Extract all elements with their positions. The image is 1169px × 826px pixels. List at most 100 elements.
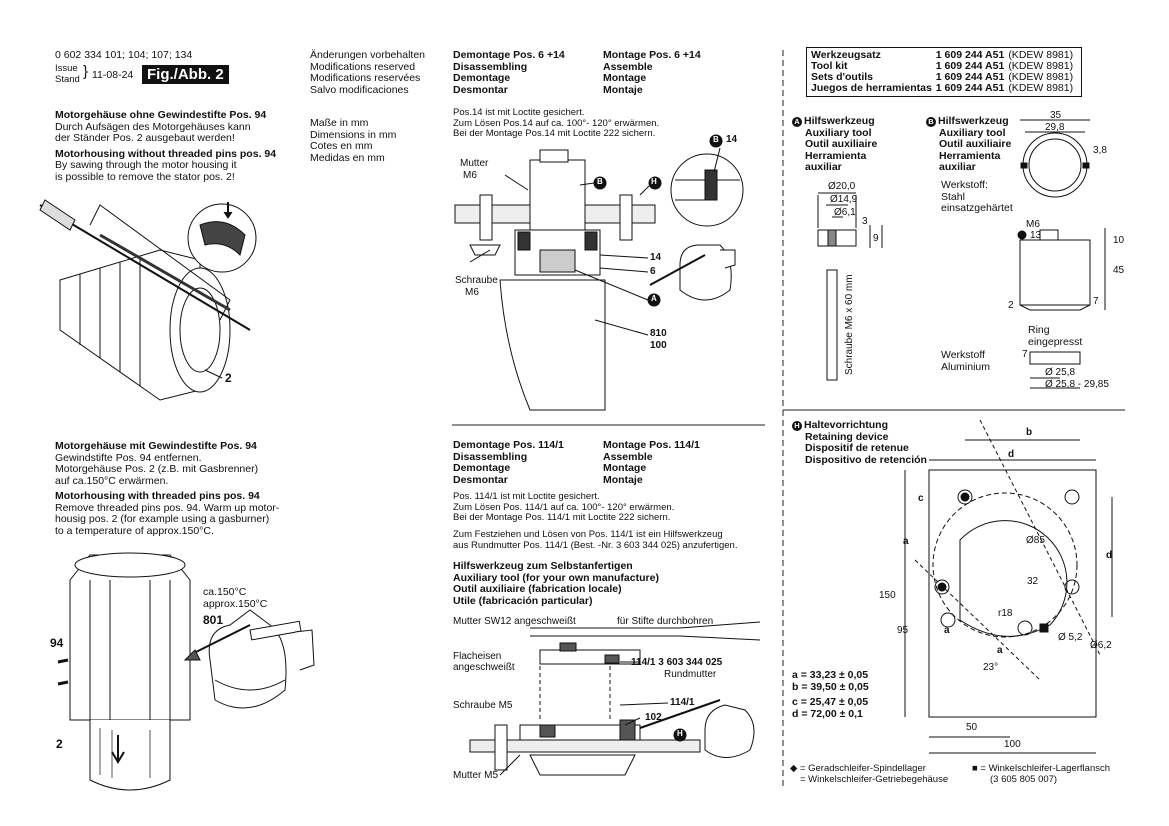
label-mutter: Mutter [460, 158, 489, 169]
dim-d25-8: Ø 25,8 [1045, 367, 1076, 378]
label-14: 14 [650, 252, 662, 263]
badge-h-icon: H [792, 421, 802, 431]
label-801: 801 [203, 613, 224, 627]
auxiliary-tool-drawing [469, 621, 761, 776]
dim-d25-8-29-85: Ø 25,8 - 29,85 [1045, 379, 1109, 390]
issue-label: Issue [55, 63, 78, 74]
dim-a-left: a [903, 536, 909, 547]
dim-150: 150 [879, 590, 896, 601]
label-pos-2b: 2 [56, 737, 63, 751]
dim-50: 50 [966, 722, 978, 733]
dim-c: c [918, 493, 924, 504]
legend-diamond: ◆ = Geradschleifer-Spindellager = Winkel… [790, 763, 949, 785]
badge-b: B [597, 177, 603, 186]
tool-b-drawing [1017, 119, 1106, 389]
badge-a: A [651, 294, 657, 303]
brace: } [83, 63, 89, 80]
dim-2: 2 [1008, 300, 1014, 311]
dimension-values: a = 33,23 ± 0,05 b = 39,50 ± 0,05 c = 25… [792, 669, 869, 720]
dim-d6-2: Ø6,2 [1090, 640, 1112, 651]
dim-d85: Ø85 [1026, 535, 1045, 546]
label-mutter-m5: Mutter M5 [453, 770, 499, 781]
badge-b-icon: B [926, 117, 936, 127]
section-without-pins: Motorgehäuse ohne Gewindestifte Pos. 94 … [55, 109, 277, 183]
label-100: 100 [650, 340, 667, 351]
dim-d149: Ø14,9 [830, 194, 858, 205]
loctite-note-2: Pos. 114/1 ist mit Loctite gesichert.Zum… [453, 491, 675, 523]
dim-3-8: 3,8 [1093, 145, 1107, 156]
dim-m6: M6 [1026, 219, 1040, 230]
dim-h9: 9 [873, 233, 879, 244]
label-schraube: Schraube [455, 275, 498, 286]
tool-a-drawing [817, 192, 883, 381]
motor-housing-burner-drawing [57, 552, 315, 791]
fig-label: Fig./Abb. 2 [142, 65, 229, 84]
dim-100: 100 [1004, 739, 1021, 750]
label-m6-bottom: M6 [465, 287, 479, 298]
label-rundmutter: Rundmutter [664, 669, 717, 680]
dim-95: 95 [897, 625, 909, 636]
dim-32: 32 [1027, 576, 1039, 587]
dim-a-bottom: a [944, 625, 950, 636]
dim-7: 7 [1093, 296, 1099, 307]
label-102: 102 [645, 712, 662, 723]
label-m6-top: M6 [463, 170, 477, 181]
dim-13: 13 [1030, 230, 1042, 241]
dim-b-top: b [1026, 427, 1033, 438]
dim-10: 10 [1113, 235, 1125, 246]
label-94: 94 [50, 636, 64, 650]
retaining-device-drawing [904, 419, 1113, 754]
label-pos-2: 2 [225, 371, 232, 385]
label-810: 810 [650, 328, 667, 339]
label-6: 6 [650, 266, 656, 277]
loctite-note-1: Pos.14 ist mit Loctite gesichert.Zum Lös… [453, 107, 660, 139]
legend-square: ■ = Winkelschleifer-Lagerflansch (3 605 … [972, 763, 1111, 785]
dim-23deg: 23° [983, 662, 999, 673]
dim-d-right: d [1106, 550, 1113, 561]
dim-d20: Ø20,0 [828, 181, 856, 192]
badge-b2: B [713, 135, 719, 144]
label-flacheisen: Flacheisen [453, 651, 502, 662]
badge-a-icon: A [792, 117, 802, 127]
aux-tool-note: Zum Festziehen und Lösen von Pos. 114/1 … [453, 529, 738, 551]
label-angeschweisst: angeschweißt [453, 662, 515, 673]
dim-d-top: d [1008, 449, 1015, 460]
label-rundmutter-num: 114/1 3 603 344 025 [631, 657, 723, 668]
label-mutter-sw12: Mutter SW12 angeschweißt [453, 616, 576, 627]
dim-29-8: 29,8 [1045, 122, 1065, 133]
dim-35: 35 [1050, 110, 1062, 121]
section-view-pos6-14 [454, 134, 744, 411]
dim-r18: r18 [998, 608, 1013, 619]
motor-housing-saw-drawing [39, 199, 257, 401]
stand-label: Stand [55, 74, 80, 85]
badge-h: H [651, 177, 657, 186]
label-schraube-m5: Schraube M5 [453, 700, 513, 711]
part-numbers: 0 602 334 101; 104; 107; 134 [55, 49, 193, 61]
screw-label: Schraube M6 x 60 mm [844, 274, 855, 375]
issue-date: 11-08-24 [92, 69, 134, 81]
dim-d5-2: Ø 5,2 [1058, 632, 1083, 643]
dim-r7: 7 [1022, 349, 1028, 360]
dim-d61: Ø6,1 [834, 207, 856, 218]
dim-a-bottom2: a [997, 645, 1003, 656]
dim-h3: 3 [862, 216, 868, 227]
label-114-1: 114/1 [670, 697, 695, 708]
